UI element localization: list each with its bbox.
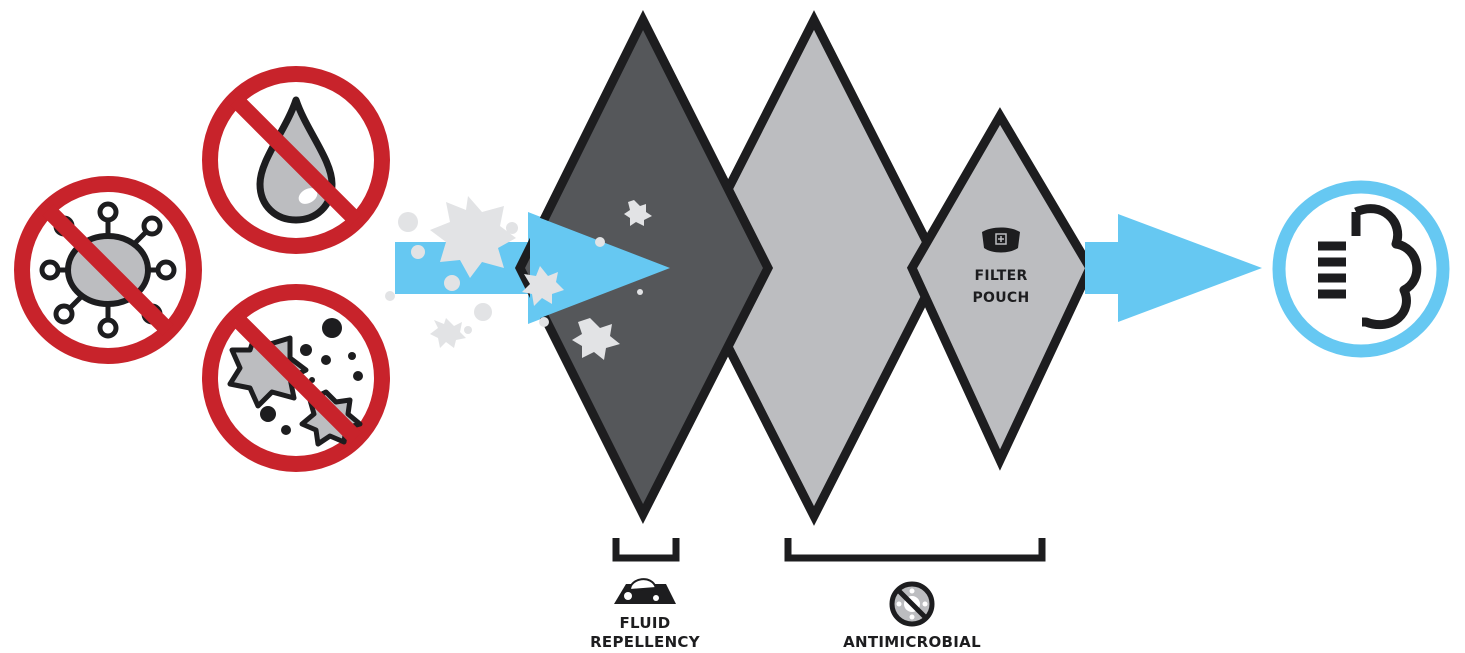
fluid-repellency-bracket — [616, 538, 676, 558]
fluid-repellency-callout: FLUID REPELLENCY — [590, 579, 701, 651]
blocked-particles-icon — [210, 292, 382, 464]
fluid-repellency-label-line1: FLUID — [620, 614, 671, 632]
filter-pouch-label-line2: POUCH — [972, 290, 1029, 306]
antimicrobial-label: ANTIMICROBIAL — [843, 633, 981, 651]
mask-icon — [982, 228, 1020, 253]
blocked-virus-icon — [22, 184, 194, 356]
antimicrobial-bracket — [788, 538, 1042, 558]
antimicrobial-icon — [892, 584, 932, 624]
filter-pouch-label-line1: FILTER — [974, 268, 1027, 284]
fluid-repellent-icon — [614, 579, 676, 604]
clean-air-output — [1279, 187, 1443, 351]
fluid-repellency-label-line2: REPELLENCY — [590, 633, 701, 651]
filter-pouch-layer — [912, 116, 1090, 460]
antimicrobial-callout: ANTIMICROBIAL — [843, 584, 981, 651]
blocked-droplet-icon — [210, 74, 382, 246]
outgoing-airflow-arrow — [1085, 214, 1262, 322]
